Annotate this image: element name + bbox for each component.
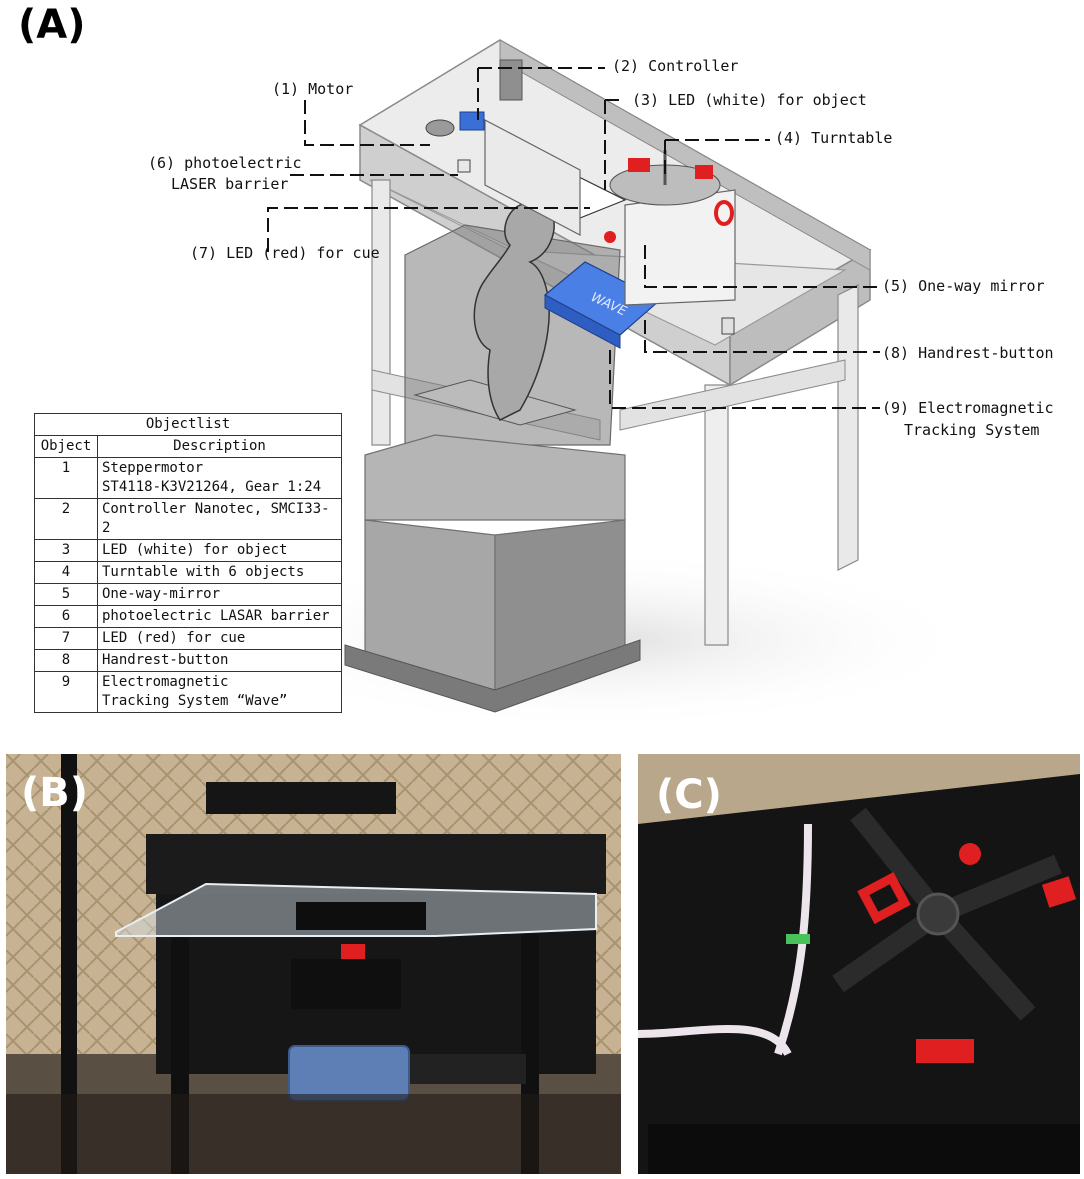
table-row: 7 LED (red) for cue — [34, 627, 342, 650]
table-row: 3 LED (white) for object — [34, 539, 342, 562]
row-number: 8 — [34, 649, 98, 672]
row-description: LED (white) for object — [97, 539, 342, 562]
table-row: 8 Handrest-button — [34, 649, 342, 672]
photo-b-scene — [6, 754, 621, 1174]
leader-lines — [267, 67, 880, 409]
cable — [774, 823, 812, 1056]
back-rail — [499, 39, 871, 271]
pole-left — [61, 754, 77, 1174]
motor — [425, 119, 455, 137]
red-cube — [1041, 876, 1077, 908]
leader-led-red — [267, 207, 590, 252]
mirror-slot — [296, 902, 426, 930]
row-number: 7 — [34, 627, 98, 650]
row-description: Handrest-button — [97, 649, 342, 672]
table-row: 5 One-way-mirror — [34, 583, 342, 606]
panel-label-b: (B) — [21, 770, 89, 816]
callout-controller: (2) Controller — [612, 57, 739, 75]
row-description: photoelectric LASAR barrier — [97, 605, 342, 628]
objectlist-table: Objectlist Object Description 1 Stepperm… — [34, 413, 342, 713]
red-cue — [341, 944, 365, 960]
row-description-line: Tracking System “Wave” — [102, 693, 288, 709]
turntable-object-3 — [714, 200, 734, 226]
lower-edge — [648, 1124, 1080, 1174]
overhead-rig — [206, 782, 396, 814]
row-number: 6 — [34, 605, 98, 628]
subject-silhouette — [473, 201, 555, 421]
wave-device-front — [544, 294, 621, 349]
callout-tracking-line1: (9) Electromagnetic — [882, 399, 1054, 417]
photo-c-scene — [638, 754, 1080, 1174]
callout-motor: (1) Motor — [272, 80, 354, 98]
leader-motor — [304, 100, 430, 146]
crossbar-right — [619, 359, 846, 431]
row-description: Turntable with 6 objects — [97, 561, 342, 584]
photo-c: (C) — [638, 754, 1080, 1174]
callout-laser-line1: (6) photoelectric — [148, 154, 302, 172]
leader-handrest — [644, 320, 880, 353]
led-red — [604, 231, 616, 243]
row-number: 9 — [34, 671, 98, 713]
objectlist-caption: Objectlist — [34, 413, 342, 436]
leg-front-right — [704, 384, 729, 646]
pedestal-base — [344, 639, 641, 713]
callout-led-white: (3) LED (white) for object — [632, 91, 867, 109]
handrest-block — [291, 959, 401, 1009]
row-description-line: Steppermotor — [102, 460, 204, 476]
leader-mirror — [644, 245, 880, 288]
panel-a: (A) — [18, 2, 1054, 730]
controller — [459, 111, 485, 131]
green-tape — [786, 934, 810, 944]
table-row: 4 Turntable with 6 objects — [34, 561, 342, 584]
row-number: 2 — [34, 498, 98, 540]
row-number: 5 — [34, 583, 98, 606]
cable-2 — [638, 1025, 792, 1057]
objectlist-header-object: Object — [34, 435, 98, 458]
row-description: Controller Nanotec, SMCI33-2 — [97, 498, 342, 540]
callout-mirror: (5) One-way mirror — [882, 277, 1045, 295]
leg-front-left — [371, 179, 391, 446]
table-row: 2 Controller Nanotec, SMCI33-2 — [34, 498, 342, 540]
apparatus-drawing: WAVE — [220, 39, 980, 730]
table-row: 6 photoelectric LASAR barrier — [34, 605, 342, 628]
partition-left — [484, 119, 581, 236]
row-number: 1 — [34, 457, 98, 499]
red-ring — [857, 872, 911, 924]
callout-turntable: (4) Turntable — [775, 129, 893, 147]
red-sphere — [959, 843, 981, 865]
tracking-device — [288, 1045, 410, 1102]
callout-led-red: (7) LED (red) for cue — [190, 244, 380, 262]
row-description-line: ST4118-K3V21264, Gear 1:24 — [102, 479, 322, 495]
objectlist-header-description: Description — [97, 435, 342, 458]
row-number: 4 — [34, 561, 98, 584]
leg-back-right — [837, 284, 859, 571]
photo-b: (B) — [6, 754, 621, 1174]
turntable-hub — [916, 892, 960, 936]
callout-handrest: (8) Handrest-button — [882, 344, 1054, 362]
panel-label-c: (C) — [656, 772, 722, 818]
pedestal-top — [364, 434, 626, 521]
controller-post — [499, 59, 523, 101]
row-description: LED (red) for cue — [97, 627, 342, 650]
row-description: One-way-mirror — [97, 583, 342, 606]
panel-label-a: (A) — [18, 2, 86, 48]
row-description-line: Electromagnetic — [102, 674, 229, 690]
callout-tracking-line2: Tracking System — [904, 421, 1040, 439]
turntable-object-1 — [628, 158, 650, 172]
row-number: 3 — [34, 539, 98, 562]
handrest-button — [721, 317, 735, 335]
red-block — [916, 1039, 974, 1063]
laser-barrier — [457, 159, 471, 173]
turntable-object-2 — [695, 165, 713, 179]
callout-laser-line2: LASER barrier — [171, 175, 289, 193]
